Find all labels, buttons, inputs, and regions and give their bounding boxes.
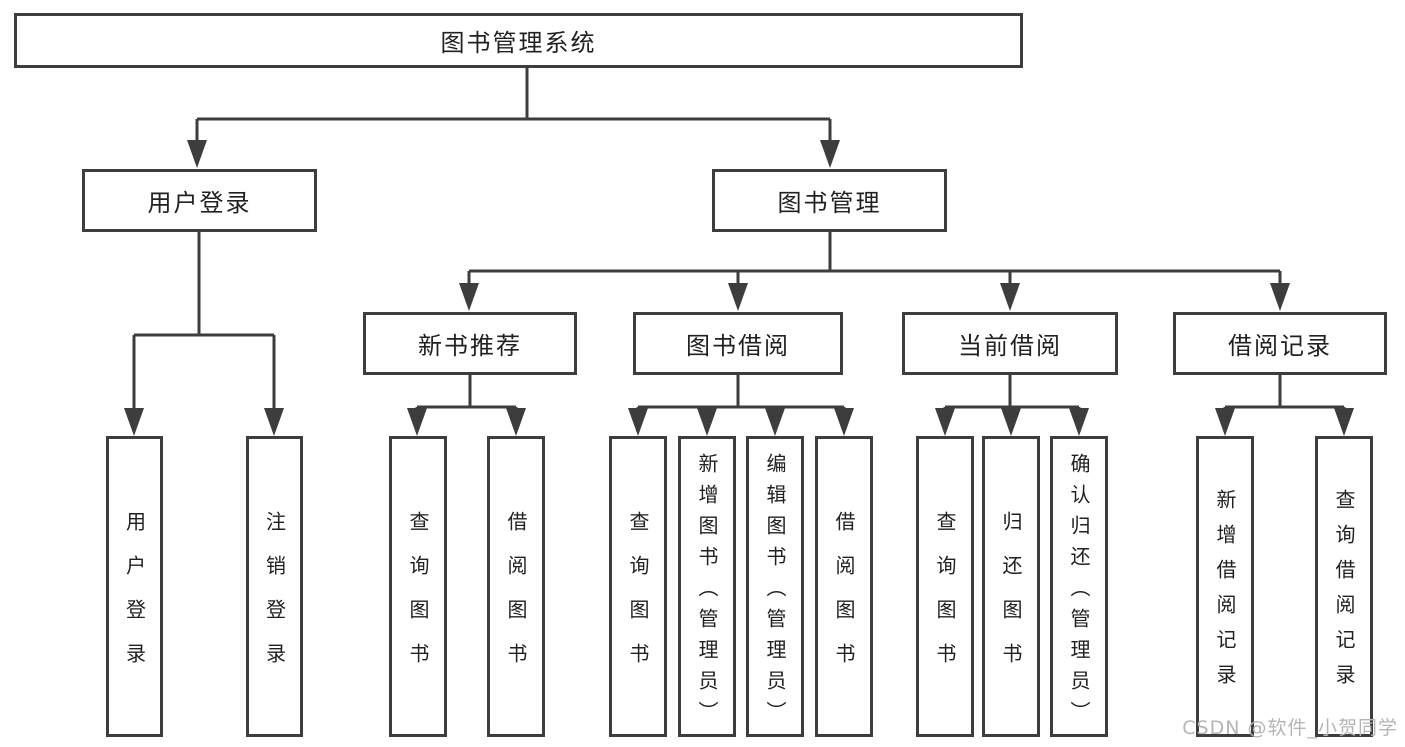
node-label: 用户登录: [147, 189, 252, 217]
node-label: 查询图书: [626, 510, 650, 687]
node-label: 用户登录: [122, 510, 147, 687]
node-library-management-system: 图书管理系统: [14, 13, 1023, 68]
leaf-query-books-recommend: 查询图书: [389, 436, 447, 737]
leaf-query-books-current: 查询图书: [916, 436, 974, 737]
node-label: 图书管理系统: [440, 29, 597, 57]
node-label: 确认归还（管理员）: [1067, 452, 1091, 732]
node-label: 借阅图书: [832, 510, 856, 687]
arrowheads: [124, 140, 1354, 436]
node-label: 新增图书（管理员）: [695, 452, 719, 732]
node-book-management: 图书管理: [712, 169, 947, 232]
node-label: 新增借阅记录: [1213, 489, 1237, 699]
node-label: 注销登录: [262, 510, 287, 687]
node-label: 图书管理: [777, 189, 882, 217]
leaf-edit-book-admin: 编辑图书（管理员）: [746, 436, 804, 737]
leaf-return-book: 归还图书: [982, 436, 1040, 737]
node-label: 编辑图书（管理员）: [763, 452, 787, 732]
leaf-logout: 注销登录: [246, 436, 303, 737]
leaf-add-book-admin: 新增图书（管理员）: [678, 436, 736, 737]
leaf-query-borrow-record: 查询借阅记录: [1315, 436, 1373, 737]
node-label: 查询借阅记录: [1332, 489, 1356, 699]
node-label: 借阅图书: [504, 510, 528, 687]
leaf-borrow-books: 借阅图书: [815, 436, 873, 737]
leaf-user-login: 用户登录: [106, 436, 163, 737]
node-new-book-recommend: 新书推荐: [363, 312, 577, 375]
node-book-borrow: 图书借阅: [633, 312, 843, 375]
node-user-login: 用户登录: [82, 169, 317, 232]
leaf-query-books-borrow: 查询图书: [609, 436, 667, 737]
node-label: 查询图书: [933, 510, 957, 687]
node-label: 查询图书: [406, 510, 430, 687]
leaf-add-borrow-record: 新增借阅记录: [1196, 436, 1254, 737]
node-label: 借阅记录: [1228, 332, 1332, 360]
leaf-borrow-books-recommend: 借阅图书: [487, 436, 545, 737]
node-label: 图书借阅: [686, 332, 790, 360]
csdn-watermark: CSDN @软件_小贺同学: [1182, 717, 1398, 739]
node-borrow-records: 借阅记录: [1173, 312, 1387, 375]
node-label: 归还图书: [999, 510, 1023, 687]
leaf-confirm-return-admin: 确认归还（管理员）: [1050, 436, 1108, 737]
node-current-borrow: 当前借阅: [902, 312, 1118, 375]
node-label: 新书推荐: [418, 332, 522, 360]
node-label: 当前借阅: [958, 332, 1062, 360]
